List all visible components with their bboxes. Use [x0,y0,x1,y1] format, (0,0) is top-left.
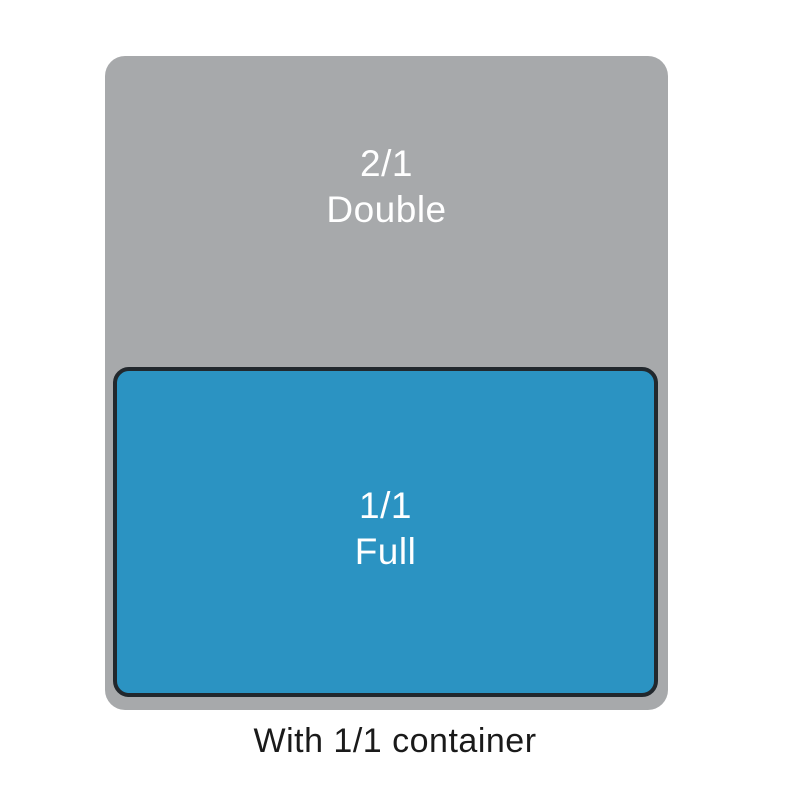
double-container-label: 2/1 Double [105,141,668,234]
double-container-size: 2/1 [360,143,413,184]
double-container-name: Double [326,189,447,231]
full-container: 1/1 Full [113,367,658,697]
full-container-label: 1/1 Full [117,483,654,576]
caption: With 1/1 container [253,722,537,760]
double-container: 2/1 Double 1/1 Full [105,56,668,710]
full-container-name: Full [354,531,417,573]
full-container-size: 1/1 [359,485,412,526]
